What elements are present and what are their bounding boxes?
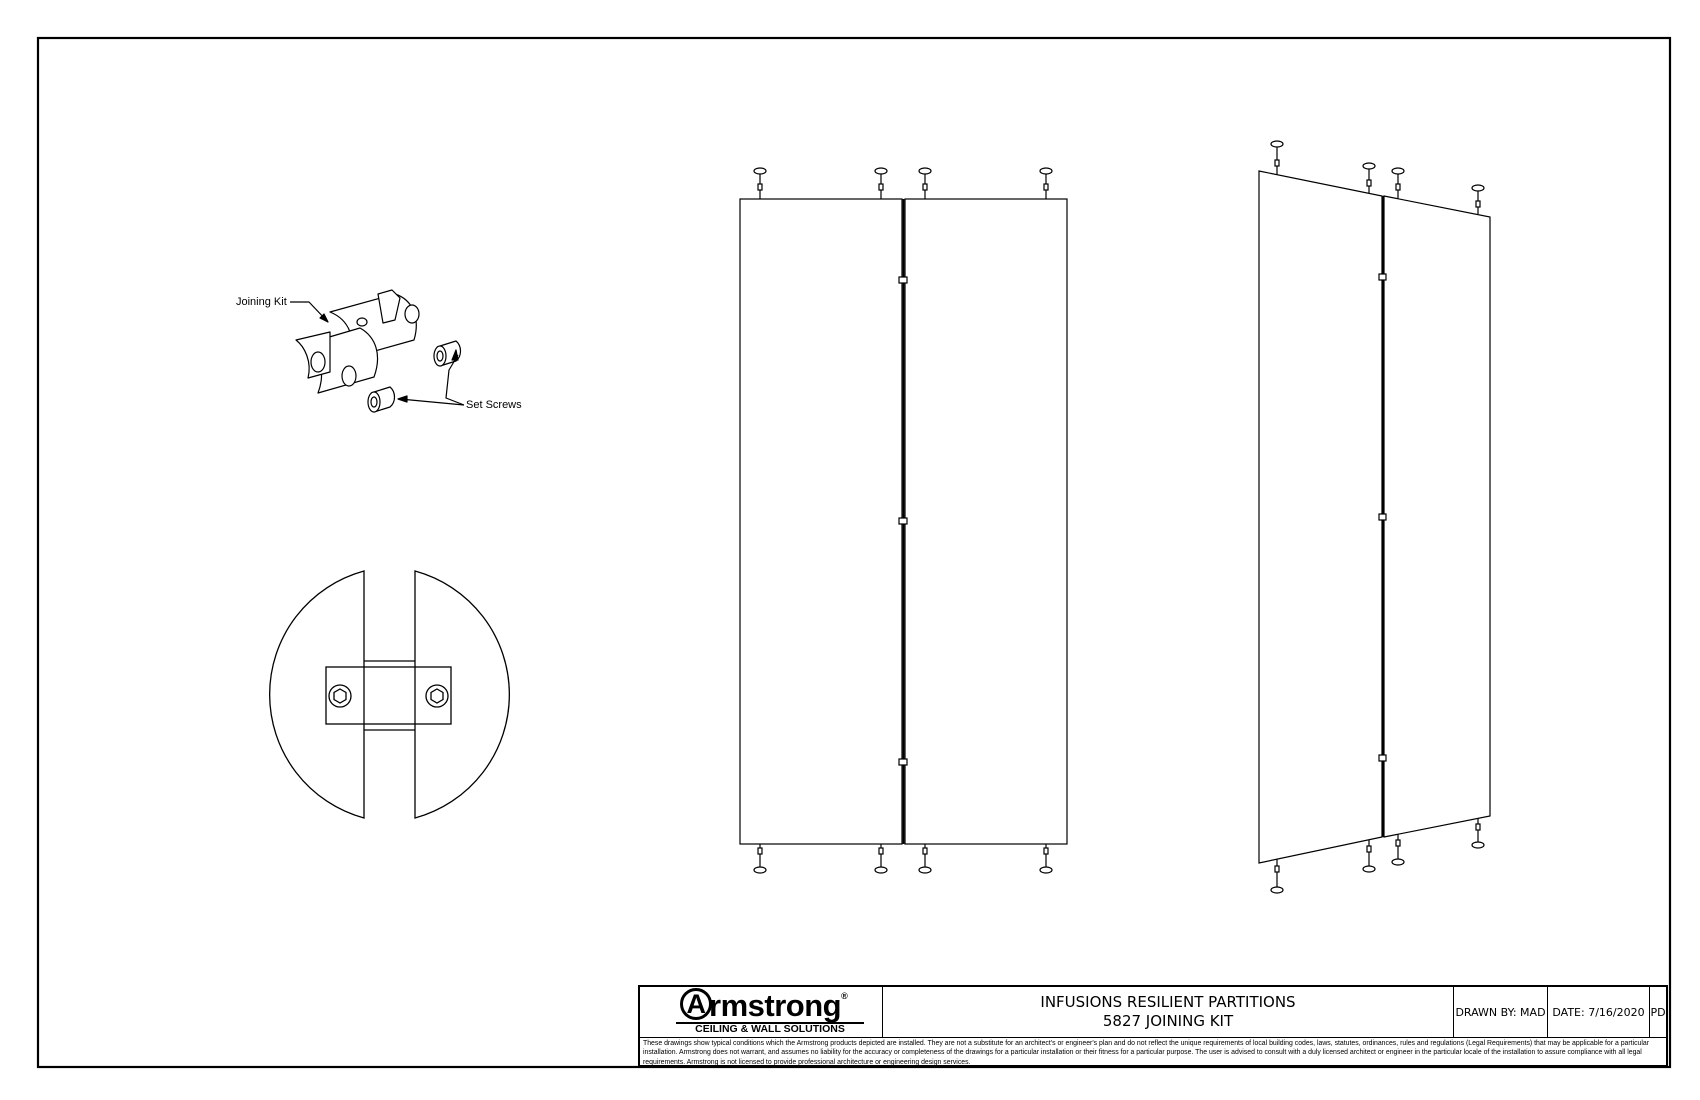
hanger-top <box>1362 162 1376 193</box>
joining-kit-marker <box>1378 513 1387 521</box>
hanger-top <box>753 167 767 199</box>
top-view-set-screw-left <box>328 684 352 708</box>
drawing-date: DATE: 7/16/2020 <box>1552 1005 1645 1019</box>
front-elevation <box>739 167 1068 874</box>
anchor-bottom <box>874 844 888 874</box>
joining-kit-top-view <box>268 570 511 819</box>
set-screw-hole-top <box>356 317 368 327</box>
drawn-by-cell: DRAWN BY: MAD <box>1454 987 1548 1037</box>
panel-left <box>739 198 903 845</box>
set-screw-hole-left <box>341 365 357 387</box>
hanger-top <box>918 167 932 199</box>
perspective-panel-left <box>1258 170 1383 864</box>
hanger-top <box>1039 167 1053 199</box>
hanger-top <box>1391 167 1405 199</box>
joining-kit-marker <box>898 758 908 766</box>
date-cell: DATE: 7/16/2020 <box>1548 987 1650 1037</box>
joining-kit-leader-arrow <box>319 313 329 323</box>
joining-kit-back-flange <box>377 289 401 324</box>
joining-kit-marker <box>1378 754 1387 762</box>
sheet-code-cell: PD <box>1650 987 1666 1037</box>
drawing-title-line2: 5827 JOINING KIT <box>1102 1012 1234 1030</box>
registered-mark: ® <box>841 991 848 1001</box>
drawing-title-line1: INFUSIONS RESILIENT PARTITIONS <box>1040 993 1296 1011</box>
sheet-border <box>36 36 1672 1069</box>
sheet-code: PD <box>1650 1005 1666 1019</box>
joining-kit-isometric <box>290 289 465 413</box>
brand-rule <box>676 1022 864 1024</box>
joining-kit-label: Joining Kit <box>236 296 287 308</box>
set-screws-leader-upper <box>445 354 465 406</box>
anchor-bottom <box>1362 840 1376 873</box>
drawing-title: INFUSIONS RESILIENT PARTITIONS 5827 JOIN… <box>883 987 1454 1037</box>
anchor-bottom <box>753 844 767 874</box>
set-screw-hole-right <box>404 304 420 324</box>
drawn-by: DRAWN BY: MAD <box>1455 1005 1546 1019</box>
set-screws-leader-arrow-lower <box>397 395 408 403</box>
perspective-panel-right <box>1383 195 1491 838</box>
hanger-top <box>874 167 888 199</box>
joining-kit-marker <box>898 517 908 525</box>
set-screws-leader-arrow-upper <box>451 349 459 361</box>
set-screw-lower <box>367 386 396 413</box>
legal-disclaimer: These drawings show typical conditions w… <box>640 1037 1666 1067</box>
anchor-bottom <box>1471 818 1485 849</box>
anchor-bottom <box>1391 834 1405 866</box>
joining-kit-leader <box>290 301 329 323</box>
joining-kit-marker <box>898 276 908 284</box>
anchor-bottom <box>1270 859 1284 894</box>
anchor-bottom <box>918 844 932 874</box>
brand-name-rest: rmstrong <box>709 988 842 1023</box>
set-screws-label: Set Screws <box>466 399 522 411</box>
perspective-view <box>1258 140 1491 894</box>
brand-tagline: CEILING & WALL SOLUTIONS <box>695 1023 845 1035</box>
top-view-left-half <box>268 570 365 819</box>
set-screw-hole-front <box>310 351 326 373</box>
brand-initial: A <box>680 988 712 1020</box>
set-screws-leader-lower <box>399 398 465 406</box>
joining-kit-marker <box>1378 273 1387 281</box>
panel-right <box>904 198 1068 845</box>
top-view-right-half <box>414 570 511 819</box>
top-view-set-screw-right <box>425 684 449 708</box>
anchor-bottom <box>1039 844 1053 874</box>
hanger-top <box>1471 184 1485 214</box>
hanger-top <box>1270 140 1284 175</box>
